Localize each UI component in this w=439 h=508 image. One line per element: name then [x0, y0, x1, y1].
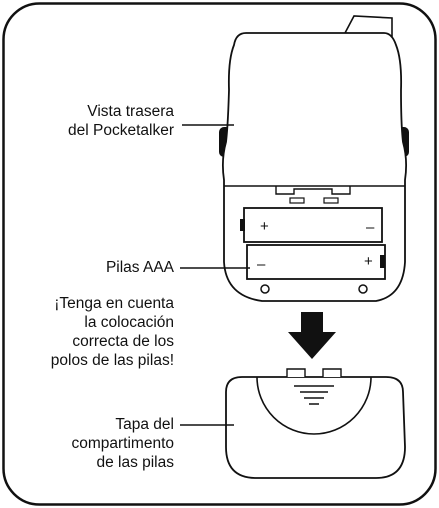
label-cover-line-2: compartimento — [71, 435, 174, 452]
label-note-line-3: correcta de los — [72, 333, 174, 350]
battery-cover — [225, 368, 406, 479]
battery-top-terminal — [240, 219, 245, 231]
screw-hole-left — [260, 284, 270, 294]
label-batteries: Pilas AAA — [106, 258, 174, 277]
battery-top-minus-sign: – — [366, 219, 375, 236]
compartment-latches — [275, 186, 351, 195]
label-back-view-line-1: Vista trasera — [87, 103, 174, 120]
battery-top-plus-sign: + — [260, 218, 269, 235]
label-battery-cover: Tapa del compartimento de las pilas — [71, 415, 174, 472]
battery-bottom-body — [246, 244, 386, 280]
cover-body — [225, 376, 406, 479]
battery-bottom-minus-sign: – — [257, 256, 266, 273]
label-back-view: Vista trasera del Pocketalker — [68, 102, 174, 140]
down-arrow-icon — [288, 312, 336, 359]
latch-slot-right — [323, 197, 339, 204]
label-back-view-line-2: del Pocketalker — [68, 122, 174, 139]
label-cover-line-3: de las pilas — [96, 454, 174, 471]
cover-grip-lines — [294, 385, 334, 405]
battery-bottom-terminal — [380, 255, 385, 268]
label-cover-line-1: Tapa del — [115, 416, 174, 433]
latch-slot-left — [289, 197, 305, 204]
label-note-line-2: la colocación — [84, 314, 174, 331]
battery-bottom-plus-sign: + — [364, 253, 373, 270]
label-note-line-1: ¡Tenga en cuenta — [54, 295, 174, 312]
screw-hole-right — [358, 284, 368, 294]
battery-bottom: – + — [246, 244, 386, 280]
cover-tab-left — [286, 368, 306, 377]
label-polarity-note: ¡Tenga en cuenta la colocación correcta … — [51, 294, 174, 370]
battery-top: + – — [240, 207, 383, 243]
label-batteries-line-1: Pilas AAA — [105, 259, 174, 276]
label-note-line-4: polos de las pilas! — [50, 352, 174, 369]
cover-recess — [256, 376, 372, 435]
cover-tab-right — [322, 368, 342, 377]
